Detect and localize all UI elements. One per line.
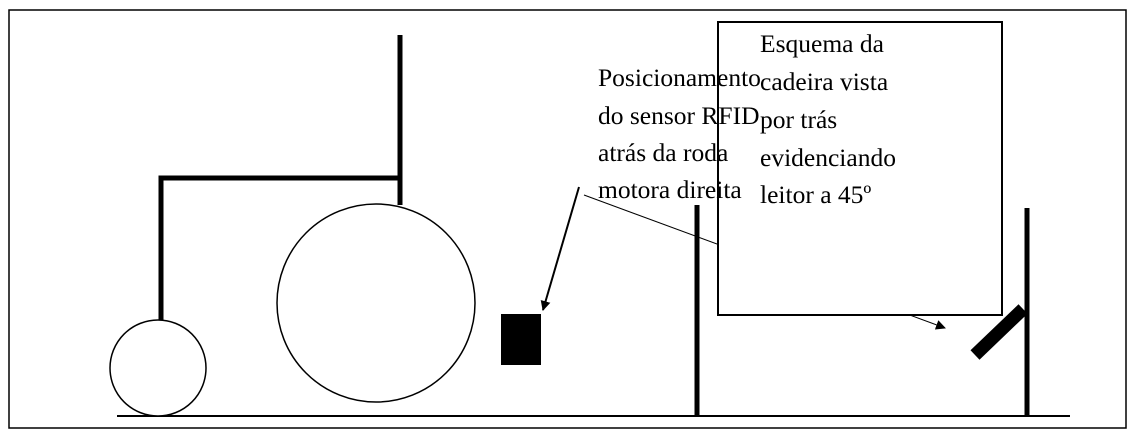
rear-label-line: Esquema da (760, 29, 884, 58)
rear-label-line: cadeira vista (760, 67, 888, 96)
wheelchair-rear-view (694, 21, 1030, 416)
rear-label-line: leitor a 45º (760, 180, 871, 209)
rear-drive-wheel (276, 203, 476, 403)
rfid-sensor-block (501, 314, 541, 365)
sensor-label-line: atrás da roda (598, 138, 728, 167)
rear-label-line: evidenciando (760, 143, 896, 172)
rear-label-line: por trás (760, 105, 837, 134)
sensor-arrow (540, 186, 580, 311)
rfid-reader-45deg (970, 304, 1028, 360)
sensor-label-line: motora direita (598, 175, 742, 204)
chair-seat-frame (158, 175, 400, 325)
rear-view-label: Esquema da cadeira vista por trás eviden… (760, 29, 902, 209)
sensor-label-line: do sensor RFID (598, 101, 760, 130)
sensor-position-label: Posicionamento do sensor RFID atrás da r… (598, 63, 767, 204)
diagram-frame (8, 9, 1127, 429)
sensor-label-line: Posicionamento (598, 63, 761, 92)
wheelchair-side-view (109, 35, 541, 417)
front-caster-wheel (109, 319, 207, 417)
rear-view-box (717, 21, 1003, 316)
